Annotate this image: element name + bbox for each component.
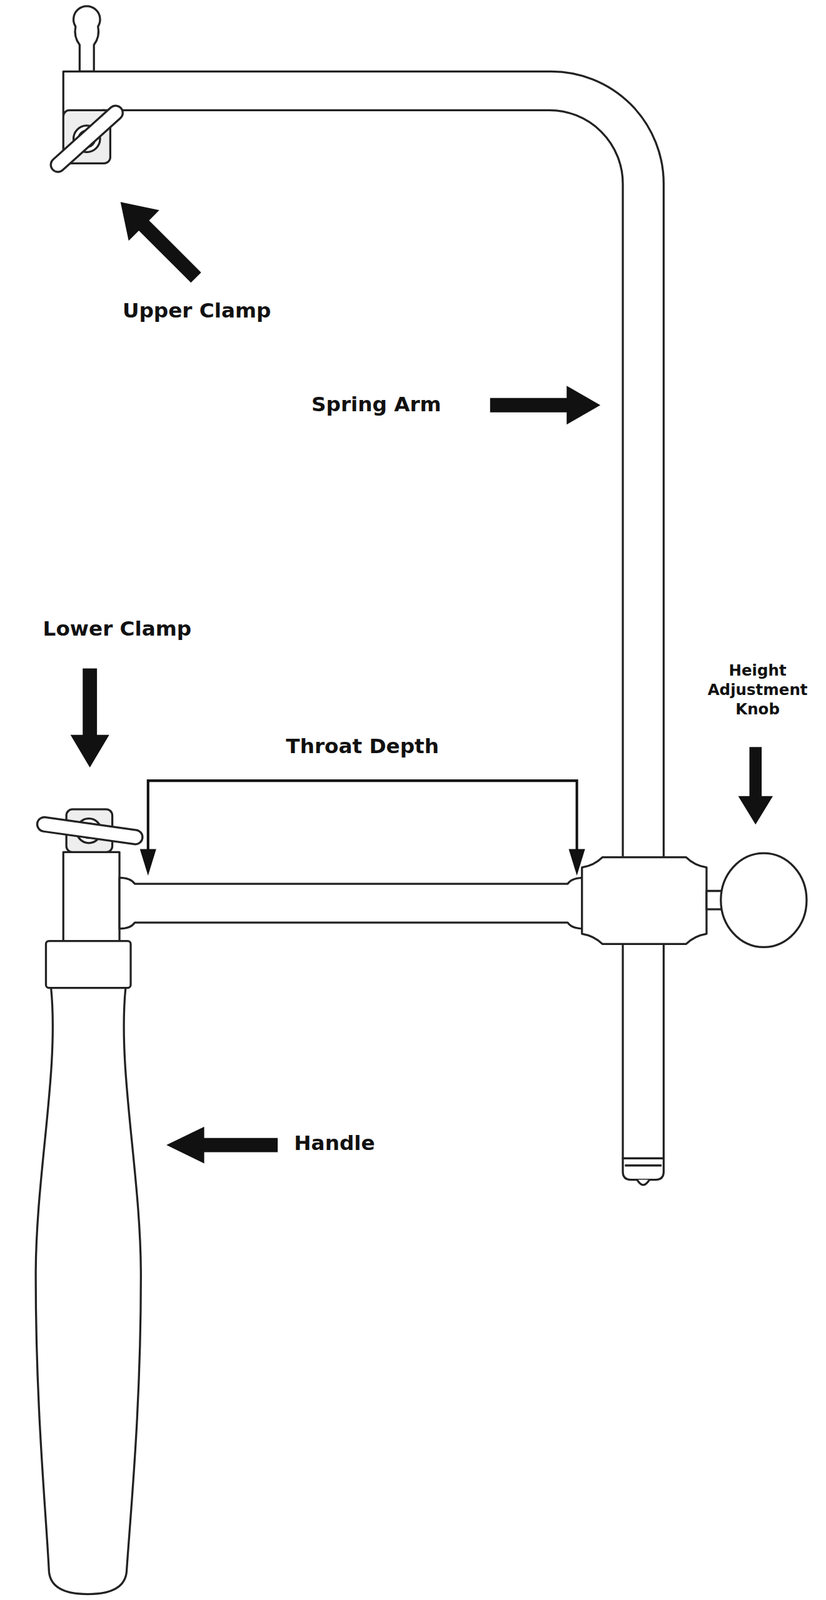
bracket-heads (140, 849, 586, 877)
top-knob (73, 6, 101, 72)
arm-block (582, 857, 707, 945)
height-adjustment-knob (720, 853, 807, 948)
arm-end-cap (622, 1158, 664, 1180)
lower-post (63, 852, 120, 943)
part-label: Spring Arm (311, 392, 442, 417)
part-label: Upper Clamp (122, 298, 272, 323)
handle (35, 988, 141, 1596)
lower-clamp-arrow (70, 669, 110, 768)
lower-bar (119, 877, 585, 930)
dimension-label: Throat Depth (285, 734, 439, 759)
part-label: Height Adjustment Knob (700, 661, 815, 720)
part-label: Lower Clamp (43, 616, 192, 641)
spring-arm (63, 71, 664, 1159)
throat-depth-bracket (148, 780, 578, 867)
handle-arrow (166, 1127, 278, 1165)
upper-clamp-arrow (120, 201, 202, 283)
spring-arm-arrow (490, 385, 601, 425)
upper-clamp-wing (48, 102, 127, 175)
part-label: Handle (293, 1131, 375, 1156)
lower-clamp-wing (36, 816, 144, 846)
knob-arrow (738, 747, 774, 825)
handle-ferrule (45, 941, 131, 989)
